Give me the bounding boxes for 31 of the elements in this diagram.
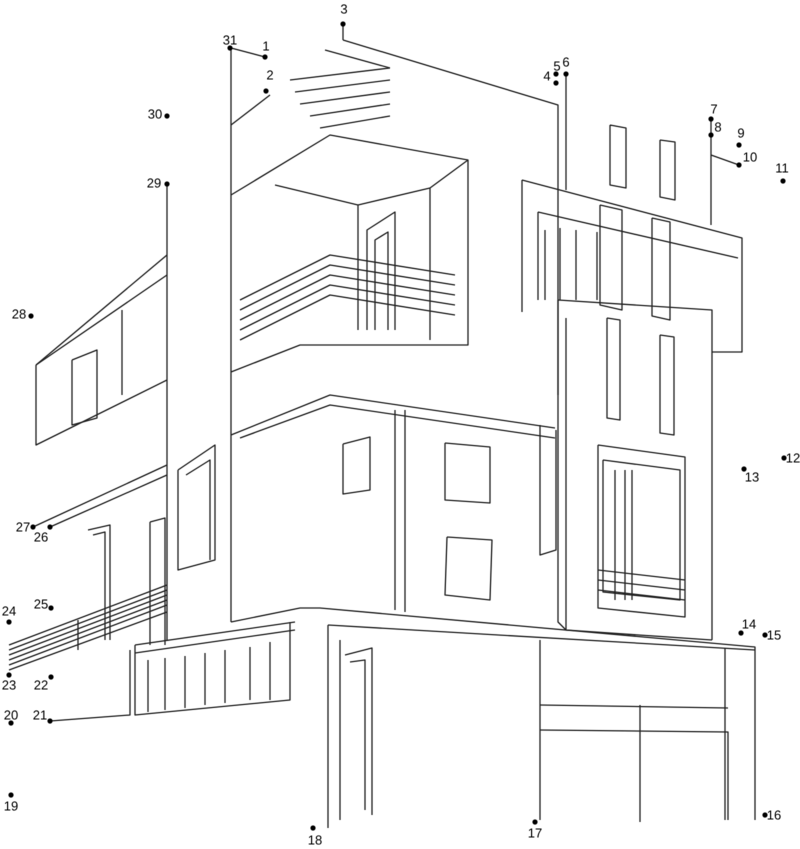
- dot-number: 2: [266, 68, 274, 82]
- dot-number: 12: [786, 452, 800, 464]
- dot-number: 20: [4, 708, 18, 722]
- dot-number: 23: [2, 678, 16, 692]
- dot-number: 26: [34, 530, 48, 544]
- dot-number: 11: [775, 162, 789, 174]
- dot-number: 18: [308, 834, 322, 846]
- dot-number: 3: [340, 2, 348, 16]
- dot-number: 5: [553, 60, 561, 72]
- dot-number: 6: [562, 56, 570, 68]
- dot-number: 17: [528, 826, 542, 840]
- dot-number: 30: [148, 108, 162, 120]
- dot-number: 8: [714, 120, 722, 134]
- dot-number: 10: [742, 150, 758, 164]
- dot-number: 27: [16, 520, 30, 534]
- dot-number: 19: [4, 800, 18, 812]
- dot-number: 14: [742, 618, 756, 630]
- dot-number: 15: [766, 628, 782, 642]
- dot-number: 25: [34, 598, 48, 610]
- dot-number: 1: [262, 40, 270, 52]
- dot-number: 13: [744, 470, 760, 484]
- dot-number: 9: [737, 126, 745, 140]
- dot-number: 24: [2, 604, 16, 618]
- dot-number: 16: [766, 808, 782, 822]
- dot-number: 29: [146, 176, 162, 190]
- dot-number: 4: [543, 70, 551, 82]
- dot-number: 21: [32, 708, 48, 722]
- dot-number: 28: [12, 308, 26, 320]
- dot-number: 31: [222, 34, 238, 46]
- dot-number: 7: [710, 102, 718, 116]
- dot-number: 22: [34, 678, 48, 692]
